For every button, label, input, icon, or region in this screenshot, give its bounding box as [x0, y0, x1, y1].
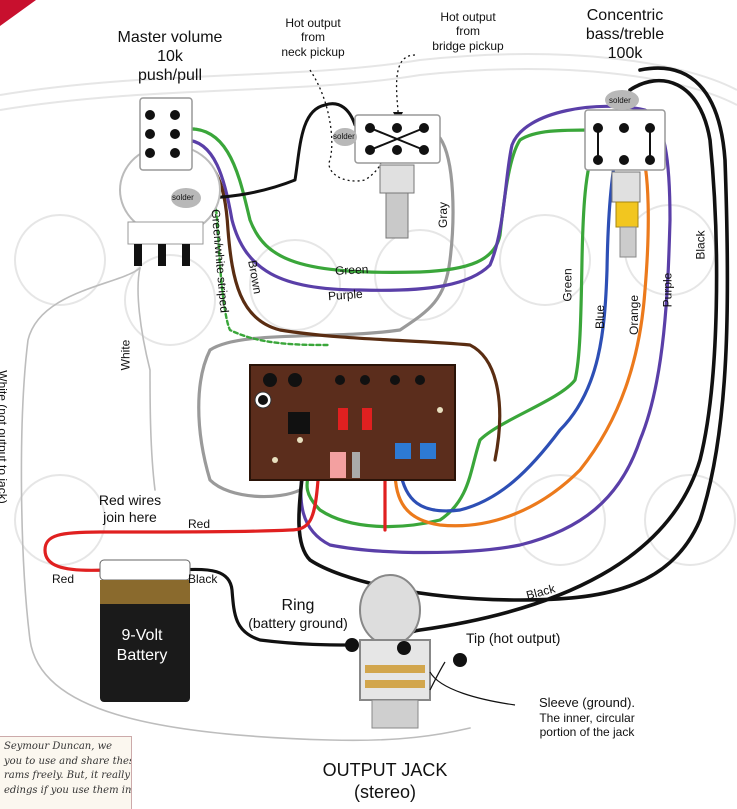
- sleeve-line-1: Sleeve (ground).: [538, 695, 636, 710]
- red-wires-label: Red wires join here: [90, 492, 170, 526]
- brand-corner-mark: [0, 0, 36, 26]
- blue-label: Blue: [593, 304, 608, 330]
- copyright-line-3: rams freely. But, it really: [4, 770, 130, 781]
- output-jack-line-2: (stereo): [353, 781, 416, 802]
- solder-label-volume: solder: [172, 193, 194, 202]
- red-wires-line-2: join here: [103, 508, 157, 525]
- neck-pickup-line-2: from: [301, 30, 325, 45]
- background-outline: [0, 53, 737, 566]
- brown-wire: [178, 150, 502, 462]
- green-label-right: Green: [560, 268, 575, 302]
- black-wire-concentric: [398, 78, 719, 650]
- concentric-pot: [584, 90, 666, 258]
- concentric-line-3: 100k: [607, 45, 643, 63]
- purple-label: Purple: [327, 286, 364, 304]
- black-wire-neck: [193, 102, 357, 200]
- gray-label: Gray: [436, 201, 451, 229]
- red-wire: [43, 478, 320, 572]
- neck-pickup-arrow-line: [309, 69, 383, 182]
- sleeve-line-3: portion of the jack: [539, 724, 635, 739]
- copyright-line-1: Seymour Duncan, we: [4, 741, 113, 752]
- battery-label: 9-Volt Battery: [104, 626, 180, 666]
- orange-wire: [393, 143, 650, 528]
- purple-label-right: Purple: [660, 272, 675, 308]
- white-label: White: [118, 339, 133, 371]
- master-volume-pot: [119, 97, 221, 266]
- black-label-battery: Black: [188, 572, 218, 586]
- red-label-left: Red: [52, 572, 75, 586]
- orange-label: Orange: [627, 294, 642, 336]
- copyright-note: Seymour Duncan, we you to use and share …: [0, 736, 132, 809]
- solder-label-concentric: solder: [609, 96, 631, 105]
- black-label-right: Black: [693, 230, 708, 260]
- master-volume-line-2: 10k: [157, 48, 183, 66]
- green-label: Green: [334, 262, 369, 278]
- solder-label-switch: solder: [333, 132, 355, 141]
- sleeve-label: Sleeve (ground). The inner, circular por…: [512, 695, 662, 739]
- bridge-pickup-arrow-line: [395, 54, 416, 118]
- red-label-top: Red: [188, 517, 211, 531]
- battery-line-2: Battery: [116, 647, 168, 664]
- nine-volt-battery: [99, 559, 191, 702]
- ring-label: Ring (battery ground): [242, 596, 354, 632]
- black-wire-outer: [297, 66, 730, 602]
- tip-label: Tip (hot output): [466, 630, 561, 646]
- pickup-switch-pot: [333, 114, 441, 239]
- master-volume-label: Master volume 10k push/pull: [110, 28, 230, 86]
- concentric-line-2: bass/treble: [585, 26, 665, 44]
- bridge-pickup-line-2: from: [456, 24, 480, 39]
- bridge-pickup-label: Hot output from bridge pickup: [418, 10, 518, 53]
- ring-line-1: Ring: [281, 597, 315, 614]
- battery-line-1: 9-Volt: [121, 627, 163, 644]
- preamp-board: [249, 364, 456, 481]
- output-jack-line-1: OUTPUT JACK: [322, 760, 448, 780]
- master-volume-line-1: Master volume: [117, 29, 223, 46]
- output-jack-label: OUTPUT JACK (stereo): [305, 760, 465, 803]
- concentric-label: Concentric bass/treble 100k: [565, 6, 685, 64]
- concentric-line-1: Concentric: [586, 7, 664, 24]
- white-wire-long: [20, 267, 471, 742]
- white-note-label: White (not output to jack): [0, 370, 10, 504]
- sleeve-line-2: The inner, circular: [539, 710, 635, 725]
- bridge-pickup-line-1: Hot output: [440, 10, 496, 24]
- copyright-line-4: edings if you use them in: [4, 784, 132, 796]
- purple-wire: [183, 104, 672, 555]
- output-jack: [345, 574, 516, 729]
- green-wire-2: [305, 143, 597, 529]
- copyright-line-2: you to use and share these: [4, 755, 132, 767]
- master-volume-line-3: push/pull: [137, 67, 203, 85]
- red-wires-line-1: Red wires: [98, 492, 162, 508]
- bridge-pickup-line-3: bridge pickup: [432, 38, 504, 53]
- ring-line-2: (battery ground): [248, 615, 348, 632]
- black-wire-battery: [178, 567, 354, 647]
- neck-pickup-line-1: Hot output: [285, 16, 341, 30]
- neck-pickup-label: Hot output from neck pickup: [268, 16, 358, 59]
- neck-pickup-line-3: neck pickup: [281, 44, 345, 59]
- blue-wire: [398, 143, 620, 513]
- white-wire: [137, 267, 156, 491]
- gray-wire: [197, 136, 455, 499]
